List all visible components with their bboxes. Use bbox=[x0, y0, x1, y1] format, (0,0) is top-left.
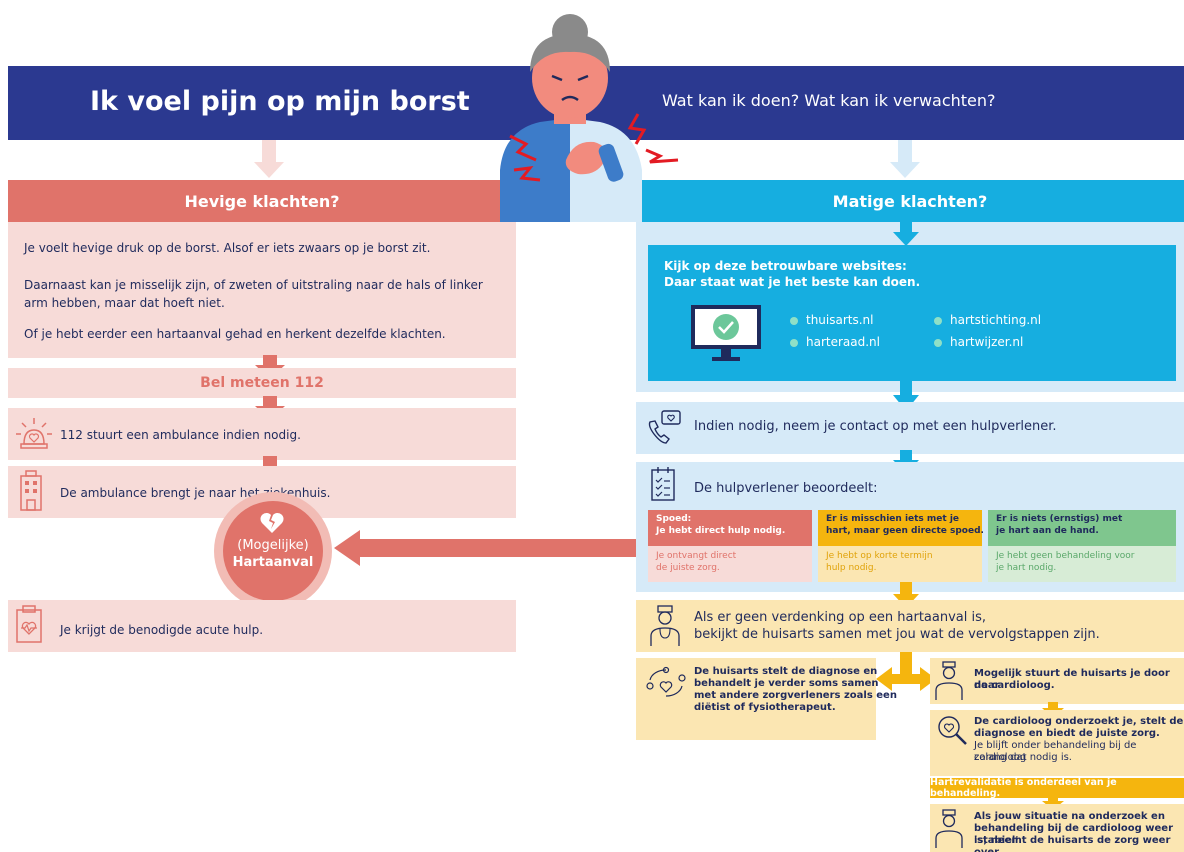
urgent-option-title-1: Spoed: bbox=[656, 514, 692, 524]
urgent-option-head bbox=[648, 510, 812, 546]
bullet-icon bbox=[934, 338, 942, 347]
nothing-option-text-2: je hart nodig. bbox=[996, 563, 1057, 573]
site-thuisarts-label: thuisarts.nl bbox=[806, 313, 874, 327]
cardiologist-text-1: De cardioloog onderzoekt je, stelt de bbox=[974, 716, 1184, 727]
nothing-option-head bbox=[988, 510, 1176, 546]
nothing-option-title-2: je hart aan de hand. bbox=[996, 526, 1099, 536]
contact-text: Indien nodig, neem je contact op met een… bbox=[694, 419, 1057, 434]
cardiologist-text-4: zolang dat nodig is. bbox=[974, 752, 1072, 763]
care-team-icon bbox=[646, 666, 686, 697]
maybe-option-title-1: Er is misschien iets met je bbox=[826, 514, 960, 524]
split-arrow-icon bbox=[876, 652, 936, 691]
site-hartstichting-label: hartstichting.nl bbox=[950, 313, 1042, 327]
heart-attack-line1: (Mogelijke) bbox=[237, 538, 309, 553]
cardiologist-box bbox=[930, 710, 1184, 776]
gp-treatment-text-1: De huisarts stelt de diagnose en bbox=[694, 666, 878, 677]
gp-treatment-text-2: behandelt je verder soms samen bbox=[694, 678, 879, 689]
site-thuisarts[interactable]: thuisarts.nl bbox=[790, 312, 874, 328]
nothing-option-text-1: Je hebt geen behandeling voor bbox=[996, 551, 1135, 561]
contact-box bbox=[636, 402, 1184, 454]
stable-box bbox=[930, 804, 1184, 852]
symptoms-box bbox=[8, 222, 516, 358]
acute-care-text: Je krijgt de benodigde acute hulp. bbox=[60, 623, 264, 637]
referral-text-2: de cardioloog. bbox=[974, 680, 1055, 691]
stable-text-3: is, neemt de huisarts de zorg weer over. bbox=[974, 835, 1171, 852]
bullet-icon bbox=[934, 316, 942, 325]
gp-text-1: Als er geen verdenking op een hartaanval… bbox=[694, 610, 987, 625]
symptom-text-2: Daarnaast kan je misselijk zijn, of zwet… bbox=[24, 278, 483, 310]
maybe-option-title-2: hart, maar geen directe spoed. bbox=[826, 526, 984, 536]
symptom-text-3: Of je hebt eerder een hartaanval gehad e… bbox=[24, 327, 446, 341]
woman-chest-pain-illustration bbox=[500, 14, 679, 222]
broken-heart-icon bbox=[260, 512, 284, 533]
maybe-option-text-1: Je hebt op korte termijn bbox=[826, 551, 933, 561]
urgent-option-text-2: de juiste zorg. bbox=[656, 563, 720, 573]
cardiologist-text-2: diagnose en biedt de juiste zorg. bbox=[974, 728, 1160, 739]
bullet-icon bbox=[790, 316, 798, 325]
page-title: Ik voel pijn op mijn borst bbox=[90, 86, 470, 117]
ambulance-box bbox=[8, 408, 516, 460]
websites-title-2: Daar staat wat je het beste kan doen. bbox=[664, 275, 921, 289]
urgent-option-body bbox=[648, 546, 812, 582]
ambulance-text: 112 stuurt een ambulance indien nodig. bbox=[60, 428, 301, 442]
acute-care-box bbox=[8, 600, 516, 652]
monitor-check-icon bbox=[691, 305, 761, 361]
arrow-down-left bbox=[254, 140, 284, 178]
gp-treatment-box bbox=[636, 658, 876, 740]
rehab-text: Hartrevalidatie is onderdeel van je beha… bbox=[930, 777, 1117, 799]
assessment-title: De hulpverlener beoordeelt: bbox=[694, 481, 878, 496]
severe-heading-label: Hevige klachten? bbox=[184, 191, 340, 211]
moderate-heading-label: Matige klachten? bbox=[832, 191, 988, 211]
stable-text-1: Als jouw situatie na onderzoek en bbox=[974, 811, 1165, 822]
clipboard-heart-icon bbox=[16, 605, 42, 643]
maybe-option-text-2: hulp nodig. bbox=[826, 563, 877, 573]
gp-return-icon bbox=[935, 809, 963, 848]
call-112-label: Bel meteen 112 bbox=[200, 375, 324, 391]
maybe-option-body bbox=[818, 546, 982, 582]
symptom-text-1: Je voelt hevige druk op de borst. Alsof … bbox=[24, 241, 431, 255]
site-harteraad[interactable]: harteraad.nl bbox=[790, 334, 880, 350]
site-hartstichting[interactable]: hartstichting.nl bbox=[934, 312, 1041, 328]
site-harteraad-label: harteraad.nl bbox=[806, 335, 880, 349]
arrow-down-icon bbox=[893, 222, 919, 246]
page-subtitle: Wat kan ik doen? Wat kan ik verwachten? bbox=[662, 91, 996, 110]
referral-box bbox=[930, 658, 1184, 704]
site-hartwijzer-label: hartwijzer.nl bbox=[950, 335, 1024, 349]
hospital-icon bbox=[20, 470, 42, 511]
gp-box bbox=[636, 600, 1184, 652]
magnifier-heart-icon bbox=[938, 716, 967, 745]
call-112-box: Bel meteen 112 bbox=[8, 368, 516, 398]
severe-complaints-heading: Hevige klachten? bbox=[8, 180, 516, 222]
gp-treatment-text-4: diëtist of fysiotherapeut. bbox=[694, 702, 836, 713]
nothing-option-title-1: Er is niets (ernstigs) met bbox=[996, 514, 1123, 524]
referral-text-1: Mogelijk stuurt de huisarts je door naar bbox=[974, 668, 1170, 691]
bullet-icon bbox=[790, 338, 798, 347]
urgent-option-text-1: Je ontvangt direct bbox=[656, 551, 737, 561]
ambulance-siren-icon bbox=[16, 418, 52, 449]
stable-text-2: behandeling bij de cardioloog weer 'stab… bbox=[974, 823, 1174, 846]
rehab-bar: Hartrevalidatie is onderdeel van je beha… bbox=[930, 777, 1184, 799]
cardiologist-text-3: Je blijft onder behandeling bij de cardi… bbox=[974, 740, 1137, 763]
maybe-option-head bbox=[818, 510, 982, 546]
cardiologist-icon bbox=[935, 661, 963, 700]
nothing-option-body bbox=[988, 546, 1176, 582]
gp-text-2: bekijkt de huisarts samen met jou wat de… bbox=[694, 627, 1100, 642]
checklist-icon bbox=[651, 467, 675, 501]
arrow-down-right bbox=[890, 140, 920, 178]
urgent-option-title-2: Je hebt direct hulp nodig. bbox=[656, 526, 786, 536]
doctor-icon bbox=[650, 605, 680, 646]
site-hartwijzer[interactable]: hartwijzer.nl bbox=[934, 334, 1023, 350]
websites-title-1: Kijk op deze betrouwbare websites: bbox=[664, 259, 907, 273]
arrow-left-icon bbox=[334, 530, 648, 566]
phone-chat-icon bbox=[648, 410, 681, 444]
gp-treatment-text-3: met andere zorgverleners zoals een bbox=[694, 690, 897, 701]
heart-attack-line2: Hartaanval bbox=[232, 555, 314, 570]
moderate-complaints-heading: Matige klachten? bbox=[636, 180, 1184, 222]
